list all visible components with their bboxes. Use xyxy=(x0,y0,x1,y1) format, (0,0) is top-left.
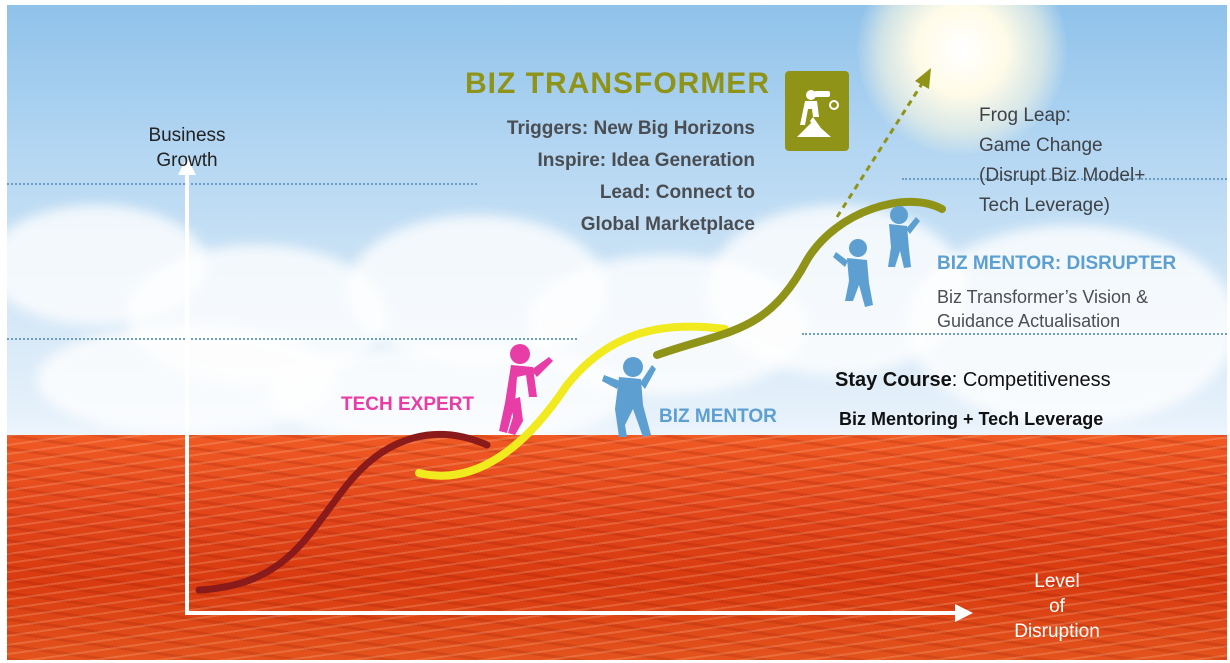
y-axis-label-line1: Business xyxy=(148,125,226,146)
biz-mentor-curve xyxy=(415,322,729,480)
disrupter-desc-line2: Guidance Actualisation xyxy=(937,311,1121,331)
dotted-guide-line-top-right xyxy=(902,178,1227,180)
disrupter-desc-line1: Biz Transformer’s Vision & xyxy=(937,287,1149,307)
frog-leap-dashed-arrow xyxy=(835,78,927,218)
y-axis-arrowhead xyxy=(178,157,196,175)
explorer-with-binoculars-icon xyxy=(797,90,839,137)
biz-transformer-curve xyxy=(653,198,946,359)
diagram-shapes xyxy=(178,68,973,622)
stay-course-subtitle: Biz Mentoring + Tech Leverage xyxy=(839,409,1104,429)
dotted-guide-line-middle-right xyxy=(802,333,1227,335)
biz-mentor-disrupter-title: BIZ MENTOR: DISRUPTER xyxy=(937,253,1177,274)
tech-expert-figure xyxy=(499,344,553,435)
disrupter-figure-upper xyxy=(888,206,920,268)
cloud xyxy=(907,225,1227,425)
frog-leap-text: Frog Leap: Game Change (Disrupt Biz Mode… xyxy=(979,101,1145,221)
stay-course-rest: : Competitiveness xyxy=(951,369,1111,391)
y-axis-label: Business Growth xyxy=(135,123,239,173)
transformer-line-inspire: Inspire: Idea Generation xyxy=(537,150,756,171)
biz-mentor-figure xyxy=(602,357,656,437)
transformer-line-marketplace: Global Marketplace xyxy=(580,214,755,235)
frog-leap-line3: (Disrupt Biz Model+ xyxy=(979,165,1146,186)
y-axis xyxy=(185,171,189,615)
biz-mentor-label: BIZ MENTOR xyxy=(659,406,777,427)
y-axis-label-line2: Growth xyxy=(156,150,218,171)
dotted-guide-line-middle xyxy=(7,338,577,340)
stay-course-text: Stay Course: Competitiveness xyxy=(835,369,1111,392)
x-axis-label-line1: Level xyxy=(1034,571,1080,592)
transformer-line-lead: Lead: Connect to xyxy=(599,182,755,203)
biz-transformer-badge xyxy=(785,71,849,151)
x-axis-label-line3: Disruption xyxy=(1014,621,1100,642)
diagram-canvas: Business Growth Level of Disruption BIZ … xyxy=(7,5,1227,660)
disrupter-description: Biz Transformer’s Vision & Guidance Actu… xyxy=(937,285,1148,333)
x-axis-arrowhead xyxy=(955,604,973,622)
stay-course-bold: Stay Course xyxy=(835,369,952,391)
biz-transformer-description: Triggers: New Big Horizons Inspire: Idea… xyxy=(427,113,755,241)
cloud xyxy=(267,345,627,445)
x-axis xyxy=(185,611,957,615)
tech-expert-curve xyxy=(195,431,491,594)
x-axis-label-line2: of xyxy=(1049,596,1065,617)
disrupter-figure-lower xyxy=(833,239,873,307)
frog-leap-arrowhead xyxy=(915,68,931,89)
frog-leap-line4: Tech Leverage) xyxy=(979,195,1110,216)
frog-leap-line1: Frog Leap: xyxy=(979,105,1071,126)
biz-transformer-title: BIZ TRANSFORMER xyxy=(465,67,770,100)
frog-leap-line2: Game Change xyxy=(979,135,1103,156)
tech-expert-label: TECH EXPERT xyxy=(341,394,475,415)
x-axis-label: Level of Disruption xyxy=(987,569,1127,644)
dotted-guide-line-top xyxy=(7,183,477,185)
sea-surface xyxy=(7,435,1227,660)
transformer-line-triggers: Triggers: New Big Horizons xyxy=(506,118,755,139)
